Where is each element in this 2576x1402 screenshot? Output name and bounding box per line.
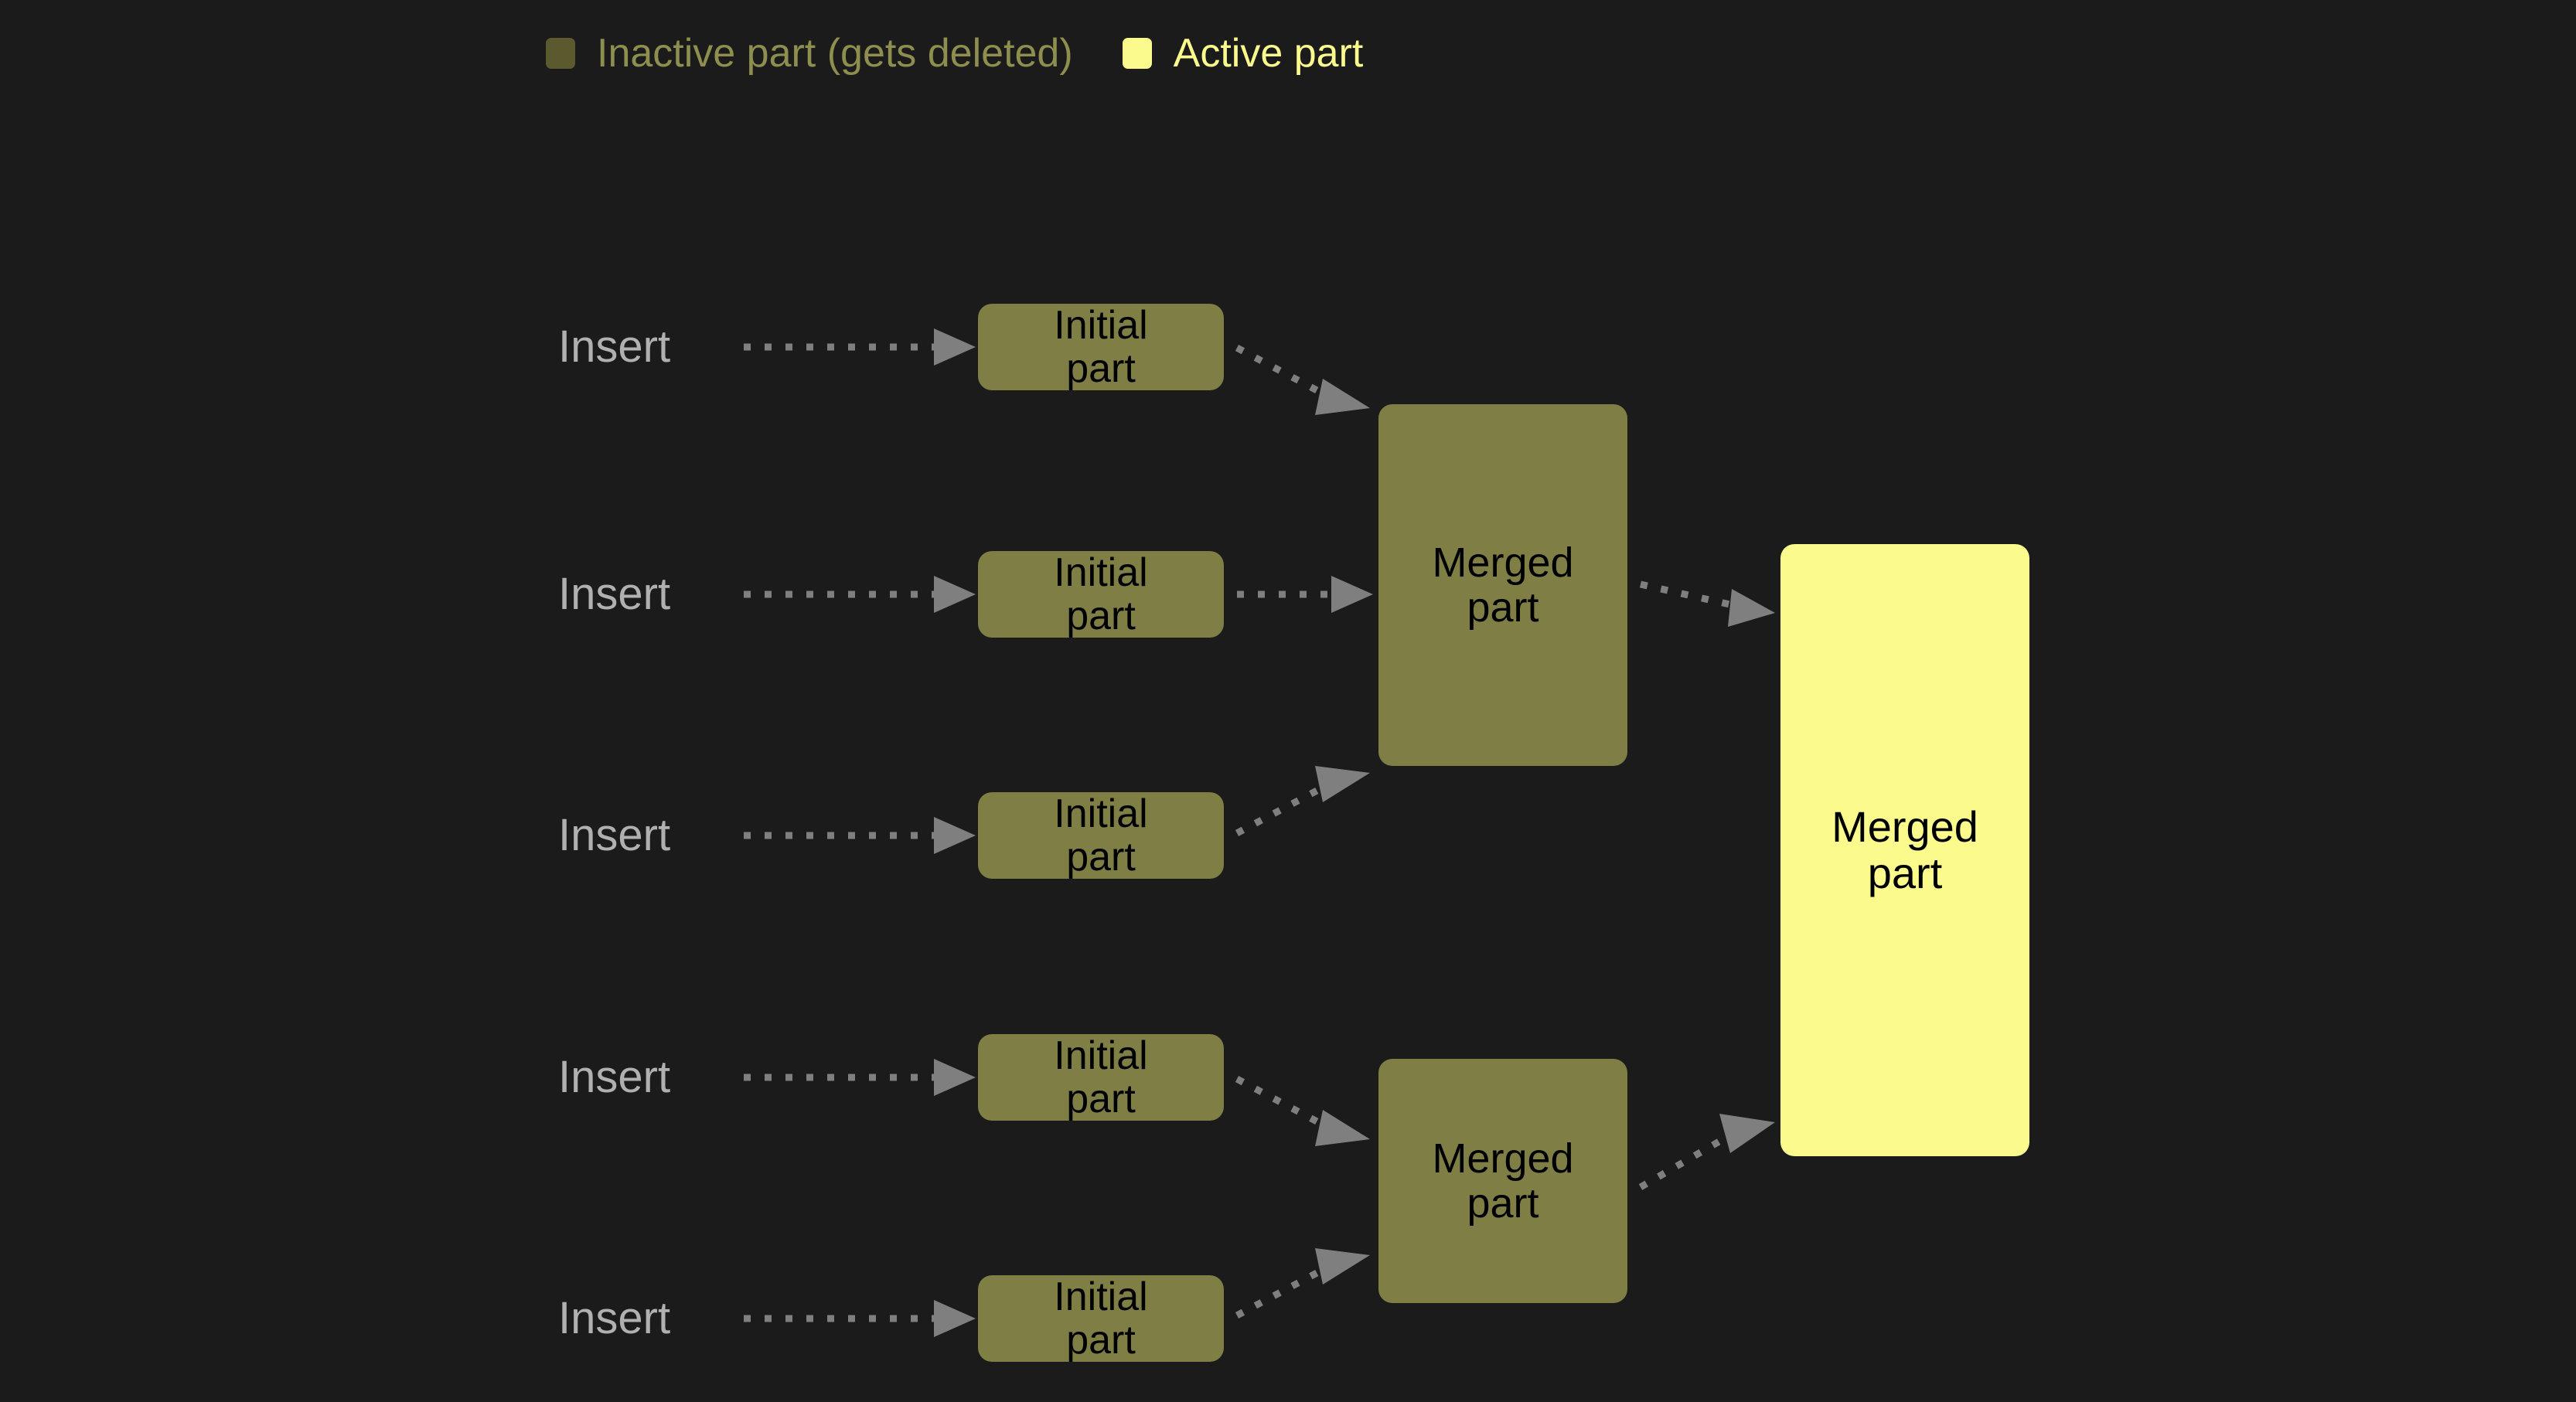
arrow-initial-4-to-merged-bottom [1235, 1076, 1370, 1146]
node-initial-part-5[interactable]: Initial part [978, 1275, 1224, 1362]
arrow-insert-to-initial-1 [744, 328, 976, 366]
arrow-merged-bottom-to-final [1638, 1114, 1775, 1190]
node-initial-part-4-label: Initial part [1054, 1033, 1148, 1121]
arrow-merged-top-to-final [1640, 580, 1775, 627]
node-initial-part-1[interactable]: Initial part [978, 304, 1224, 390]
legend-entry-inactive: Inactive part (gets deleted) [546, 33, 1073, 73]
arrow-insert-to-initial-3 [744, 817, 976, 854]
arrow-insert-to-initial-4 [744, 1059, 976, 1096]
node-initial-part-1-label: Initial part [1054, 302, 1148, 391]
node-merged-part-top-label: Merged part [1432, 539, 1574, 631]
arrow-insert-to-initial-5 [744, 1300, 976, 1337]
arrow-insert-to-initial-2 [744, 576, 976, 613]
legend-swatch-active-icon [1122, 38, 1152, 69]
arrow-initial-3-to-merged-top [1235, 766, 1370, 836]
node-initial-part-5-label: Initial part [1054, 1274, 1148, 1363]
legend-label-inactive: Inactive part (gets deleted) [597, 31, 1073, 76]
arrow-initial-5-to-merged-bottom [1235, 1248, 1370, 1319]
insert-label-4: Insert [558, 1052, 671, 1102]
insert-label-5: Insert [558, 1293, 671, 1343]
node-initial-part-2-label: Initial part [1054, 550, 1148, 638]
insert-label-1: Insert [558, 322, 671, 372]
insert-label-2: Insert [558, 569, 671, 619]
arrow-initial-2-to-merged-top [1237, 576, 1373, 613]
node-merged-part-bottom[interactable]: Merged part [1378, 1059, 1627, 1303]
legend-entry-active: Active part [1122, 31, 1364, 76]
node-initial-part-4[interactable]: Initial part [978, 1034, 1224, 1121]
insert-label-3: Insert [558, 810, 671, 860]
node-initial-part-3-label: Initial part [1054, 791, 1148, 880]
legend: Inactive part (gets deleted) Active part [546, 26, 1363, 80]
node-merged-part-bottom-label: Merged part [1432, 1135, 1574, 1227]
node-merged-part-final-label: Merged part [1831, 801, 1978, 897]
node-initial-part-3[interactable]: Initial part [978, 792, 1224, 879]
node-merged-part-final[interactable]: Merged part [1780, 544, 2029, 1156]
legend-label-active: Active part [1173, 31, 1364, 76]
node-merged-part-top[interactable]: Merged part [1378, 404, 1627, 766]
legend-swatch-inactive-icon [546, 38, 575, 69]
node-initial-part-2[interactable]: Initial part [978, 551, 1224, 638]
arrow-initial-1-to-merged-top [1235, 345, 1370, 415]
